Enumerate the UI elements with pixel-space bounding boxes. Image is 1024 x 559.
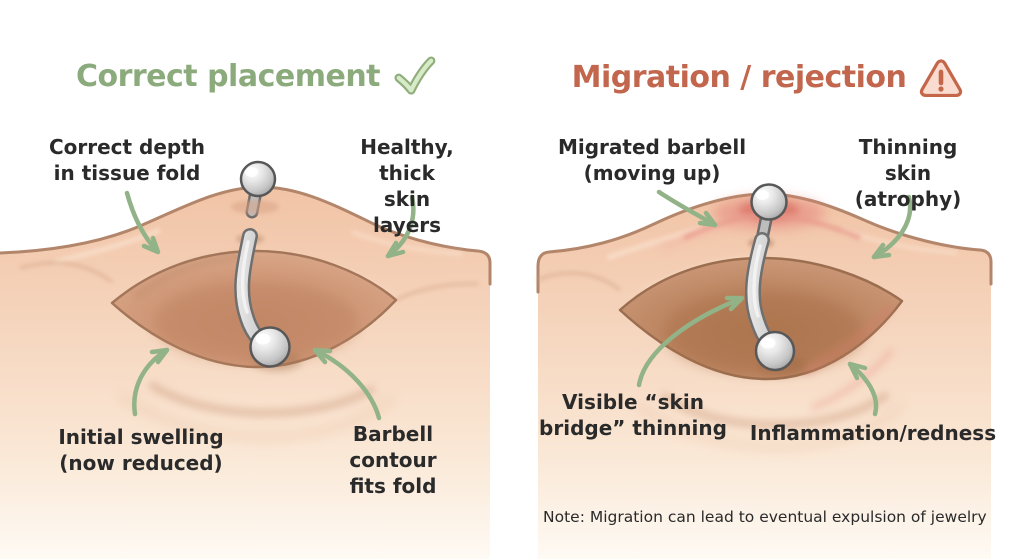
label-barbell-contour: Barbell contour fits fold bbox=[349, 422, 437, 498]
correct-placement-title: Correct placement bbox=[0, 56, 512, 96]
migration-rejection-title: Migration / rejection bbox=[512, 56, 1024, 99]
correct-placement-panel: Correct placement Correct depth in tissu… bbox=[0, 56, 512, 559]
label-thinning-skin: Thinning skin (atrophy) bbox=[854, 135, 962, 211]
correct-placement-title-text: Correct placement bbox=[75, 58, 381, 94]
label-correct-depth: Correct depth in tissue fold bbox=[48, 135, 206, 185]
label-initial-swelling: Initial swelling (now reduced) bbox=[58, 425, 224, 475]
check-icon bbox=[394, 56, 436, 95]
label-migrated-barbell: Migrated barbell (moving up) bbox=[557, 135, 747, 185]
warning-triangle-icon bbox=[920, 59, 963, 98]
annotation-arrows bbox=[636, 189, 913, 417]
migration-rejection-illustration bbox=[536, 183, 993, 559]
label-healthy-skin: Healthy, thick skin layers bbox=[360, 135, 454, 237]
label-inflammation-redness: Inflammation/redness bbox=[749, 421, 997, 445]
migration-note: Note: Migration can lead to eventual exp… bbox=[543, 508, 987, 526]
barbell-jewelry bbox=[231, 160, 301, 371]
correct-placement-illustration bbox=[0, 160, 492, 559]
migration-rejection-panel: Migration / rejection Migrated barbell (… bbox=[512, 0, 1024, 559]
migration-rejection-title-text: Migration / rejection bbox=[571, 60, 907, 96]
annotation-arrows bbox=[124, 190, 416, 421]
barbell-jewelry bbox=[744, 183, 806, 375]
label-skin-bridge-thinning: Visible “skin bridge” thinning bbox=[539, 390, 727, 440]
